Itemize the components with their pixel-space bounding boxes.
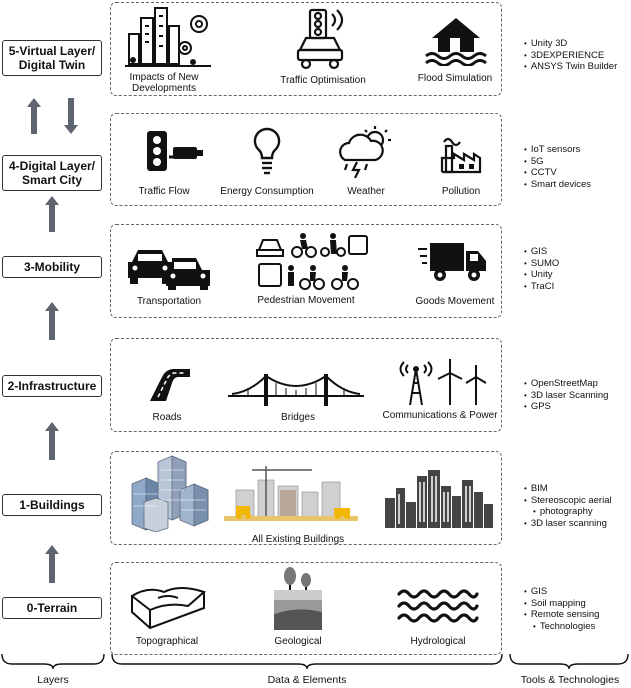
traffic-light-car-icon bbox=[296, 8, 344, 70]
tools-mobility: GIS SUMO Unity TraCI bbox=[524, 246, 628, 292]
arrow-up-0-to-1 bbox=[45, 545, 59, 583]
caption-pedestrian-movement: Pedestrian Movement bbox=[257, 295, 355, 306]
tool-item: 3DEXPERIENCE bbox=[524, 50, 628, 62]
delivery-truck-icon bbox=[418, 243, 486, 281]
tower-wind-turbine-icon bbox=[399, 359, 487, 406]
layer-0-terrain: 0-Terrain bbox=[2, 597, 102, 619]
panel-terrain bbox=[110, 562, 502, 655]
layer-4-line2: Smart City bbox=[21, 173, 83, 187]
layer-4-line1: 4-Digital Layer/ bbox=[8, 159, 96, 173]
panel-buildings bbox=[110, 451, 502, 545]
caption-transportation: Transportation bbox=[136, 296, 202, 307]
tool-item: Smart devices bbox=[524, 179, 628, 191]
isometric-buildings-icon bbox=[131, 455, 209, 532]
layer-1-line1: 1-Buildings bbox=[19, 498, 85, 512]
caption-topographical: Topographical bbox=[135, 636, 199, 647]
layer-0-line1: 0-Terrain bbox=[26, 601, 78, 615]
caption-weather: Weather bbox=[347, 186, 385, 197]
caption-traffic-flow: Traffic Flow bbox=[138, 186, 190, 197]
arrow-up-2-to-3 bbox=[45, 302, 59, 340]
caption-roads: Roads bbox=[152, 412, 182, 423]
layer-1-buildings: 1-Buildings bbox=[2, 494, 102, 516]
lightbulb-icon bbox=[253, 127, 281, 175]
layer-5-line1: 5-Virtual Layer/ bbox=[8, 44, 96, 58]
layer-5-line2: Digital Twin bbox=[18, 58, 86, 72]
cars-icon bbox=[128, 250, 210, 290]
tools-infrastructure: OpenStreetMap 3D laser Scanning GPS bbox=[524, 378, 628, 413]
traffic-camera-icon bbox=[147, 131, 203, 171]
tool-item: GIS bbox=[524, 586, 628, 598]
tool-item: TraCI bbox=[524, 281, 628, 293]
construction-icon bbox=[224, 466, 358, 521]
road-icon bbox=[150, 369, 190, 401]
arrow-up-3-to-4 bbox=[45, 196, 59, 232]
panel-digital bbox=[110, 113, 502, 206]
caption-impacts: Impacts of New Developments bbox=[130, 72, 199, 94]
caption-communications-power: Communications & Power bbox=[382, 410, 498, 421]
tool-item: BIM bbox=[524, 483, 628, 495]
caption-flood-simulation: Flood Simulation bbox=[417, 73, 493, 84]
caption-all-existing-buildings: All Existing Buildings bbox=[251, 534, 345, 545]
tool-item: GIS bbox=[524, 246, 628, 258]
factory-icon bbox=[440, 137, 482, 174]
tool-item: ANSYS Twin Builder bbox=[524, 61, 628, 73]
panel-virtual bbox=[110, 2, 502, 96]
footer-data-elements: Data & Elements bbox=[267, 674, 347, 686]
flooded-house-icon bbox=[425, 18, 487, 66]
tool-item: 5G bbox=[524, 156, 628, 168]
tool-item: GPS bbox=[524, 401, 628, 413]
tool-item: SUMO bbox=[524, 258, 628, 270]
tool-item: 3D laser scanning bbox=[524, 518, 628, 530]
layer-2-line1: 2-Infrastructure bbox=[7, 379, 97, 393]
caption-bridges: Bridges bbox=[281, 412, 315, 423]
tools-terrain: GIS Soil mapping Remote sensing Technolo… bbox=[524, 586, 628, 632]
arrow-up-1-to-2 bbox=[45, 422, 59, 460]
tool-item: Unity bbox=[524, 269, 628, 281]
pedestrians-icon bbox=[256, 233, 368, 290]
tool-item-continuation: Technologies bbox=[524, 621, 628, 633]
panel-mobility bbox=[110, 224, 502, 318]
bridge-icon bbox=[228, 374, 364, 406]
tool-item: Remote sensing bbox=[524, 609, 628, 621]
caption-impacts-line1: Impacts of New bbox=[129, 72, 199, 83]
arrow-up-4-to-5 bbox=[27, 98, 41, 134]
storm-cloud-icon bbox=[339, 126, 391, 178]
layer-2-infrastructure: 2-Infrastructure bbox=[2, 375, 102, 397]
tool-item: Unity 3D bbox=[524, 38, 628, 50]
waves-icon bbox=[397, 589, 479, 623]
brace-tools bbox=[509, 653, 629, 670]
caption-goods-movement: Goods Movement bbox=[415, 296, 495, 307]
tool-item: OpenStreetMap bbox=[524, 378, 628, 390]
tools-buildings: BIM Stereoscopic aerial photography 3D l… bbox=[524, 483, 628, 529]
tool-item: Stereoscopic aerial bbox=[524, 495, 628, 507]
caption-traffic-optimisation: Traffic Optimisation bbox=[280, 75, 366, 86]
footer-layers: Layers bbox=[37, 674, 69, 686]
tool-item: 3D laser Scanning bbox=[524, 390, 628, 402]
skyline-icon bbox=[385, 470, 493, 528]
layer-5-virtual: 5-Virtual Layer/ Digital Twin bbox=[2, 40, 102, 76]
brace-data-elements bbox=[111, 653, 503, 670]
arrow-down-5-to-4 bbox=[64, 98, 78, 134]
layer-3-mobility: 3-Mobility bbox=[2, 256, 102, 278]
caption-geological: Geological bbox=[274, 636, 322, 647]
tool-item: Soil mapping bbox=[524, 598, 628, 610]
tool-item-continuation: photography bbox=[524, 506, 628, 518]
city-growth-icon bbox=[125, 7, 211, 67]
soil-layers-icon bbox=[274, 567, 322, 630]
tool-item: IoT sensors bbox=[524, 144, 628, 156]
brace-layers bbox=[1, 653, 105, 670]
caption-impacts-line2: Developments bbox=[132, 83, 196, 94]
tools-virtual: Unity 3D 3DEXPERIENCE ANSYS Twin Builder bbox=[524, 38, 628, 73]
caption-pollution: Pollution bbox=[441, 186, 481, 197]
caption-energy-consumption: Energy Consumption bbox=[220, 186, 314, 197]
terrain-block-icon bbox=[130, 587, 206, 630]
layer-3-line1: 3-Mobility bbox=[24, 260, 80, 274]
layer-4-digital: 4-Digital Layer/ Smart City bbox=[2, 155, 102, 191]
tools-digital: IoT sensors 5G CCTV Smart devices bbox=[524, 144, 628, 190]
tool-item: CCTV bbox=[524, 167, 628, 179]
caption-hydrological: Hydrological bbox=[410, 636, 466, 647]
panel-infrastructure bbox=[110, 338, 502, 432]
footer-tools-technologies: Tools & Technologies bbox=[520, 674, 620, 686]
